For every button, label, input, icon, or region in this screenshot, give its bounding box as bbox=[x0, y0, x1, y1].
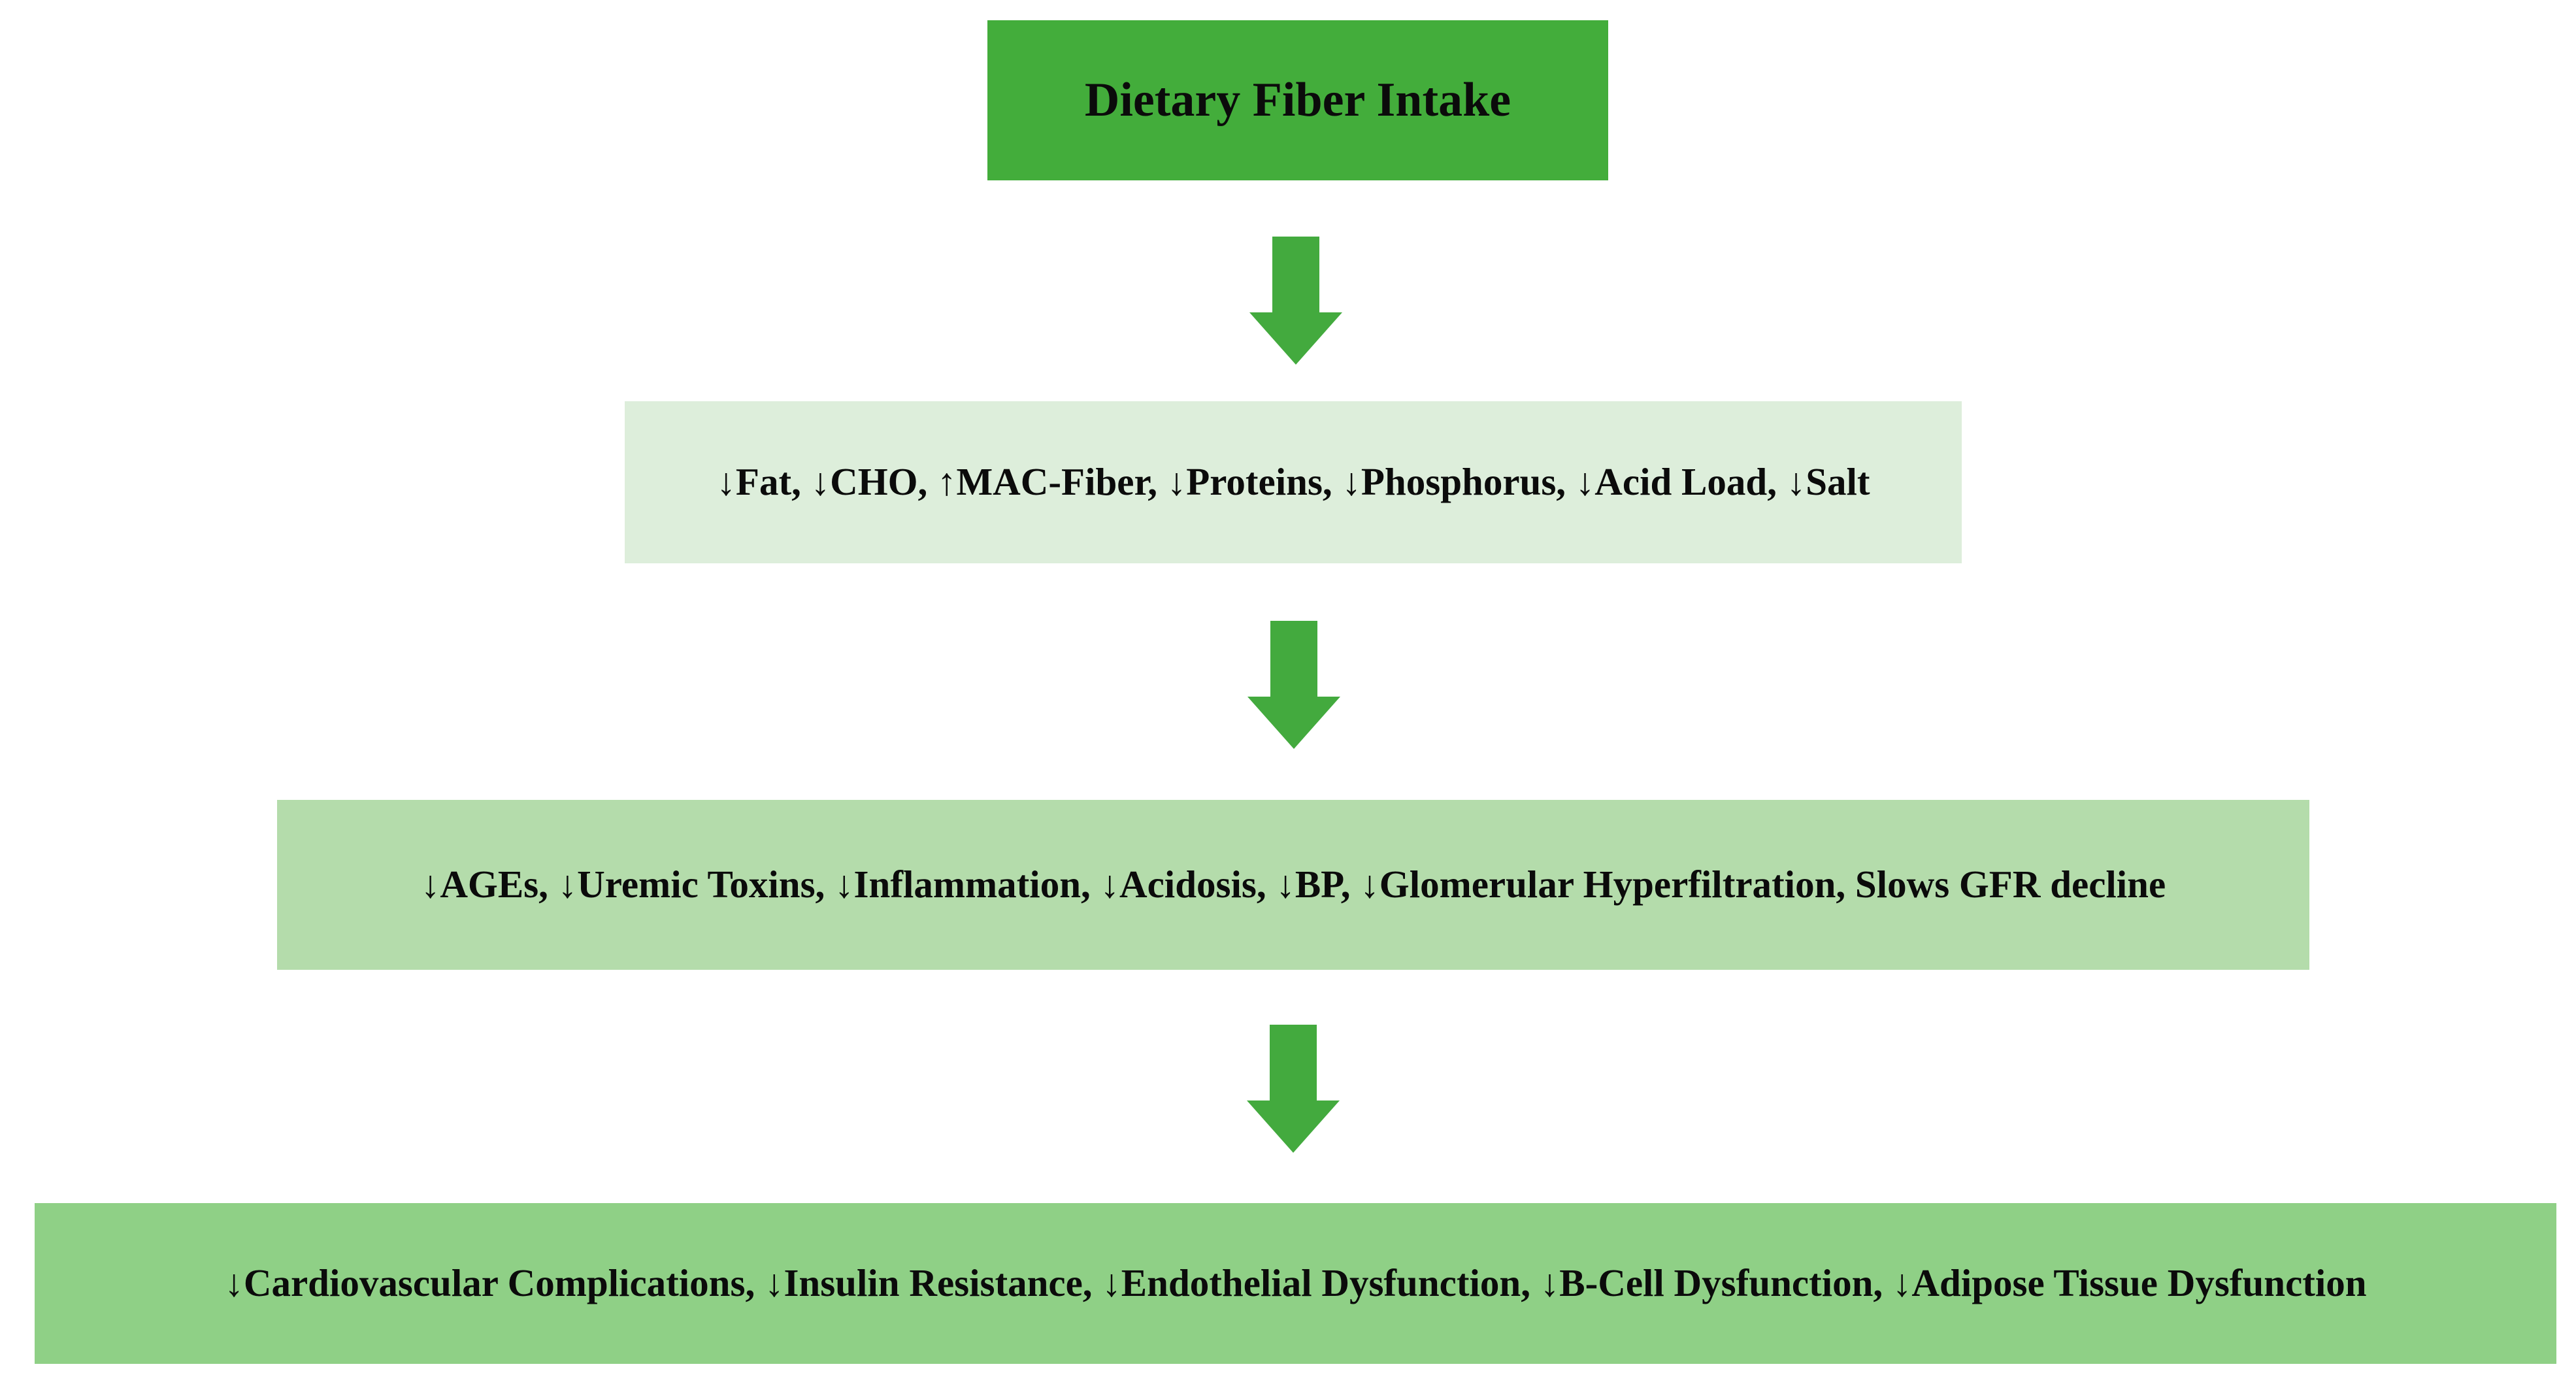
box-dietary-modifications: ↓Fat, ↓CHO, ↑MAC-Fiber, ↓Proteins, ↓Phos… bbox=[625, 401, 1962, 563]
header-box-label: Dietary Fiber Intake bbox=[1084, 73, 1511, 127]
down-arrow-stem bbox=[1270, 621, 1317, 698]
down-arrow-stem bbox=[1272, 237, 1319, 314]
box-renal-metabolic-effects-label: ↓AGEs, ↓Uremic Toxins, ↓Inflammation, ↓A… bbox=[420, 863, 2166, 906]
down-arrow-stem bbox=[1270, 1025, 1317, 1102]
box-systemic-outcomes-label: ↓Cardiovascular Complications, ↓Insulin … bbox=[224, 1261, 2367, 1305]
box-systemic-outcomes: ↓Cardiovascular Complications, ↓Insulin … bbox=[35, 1203, 2556, 1364]
down-arrow-head bbox=[1247, 1100, 1340, 1153]
down-arrow-icon bbox=[1249, 237, 1342, 365]
down-arrow-icon bbox=[1247, 621, 1340, 749]
down-arrow-icon bbox=[1247, 1025, 1340, 1153]
down-arrow-head bbox=[1249, 312, 1342, 365]
box-dietary-modifications-label: ↓Fat, ↓CHO, ↑MAC-Fiber, ↓Proteins, ↓Phos… bbox=[716, 460, 1870, 504]
down-arrow-head bbox=[1247, 697, 1340, 749]
header-box: Dietary Fiber Intake bbox=[987, 20, 1608, 180]
box-renal-metabolic-effects: ↓AGEs, ↓Uremic Toxins, ↓Inflammation, ↓A… bbox=[277, 800, 2309, 970]
